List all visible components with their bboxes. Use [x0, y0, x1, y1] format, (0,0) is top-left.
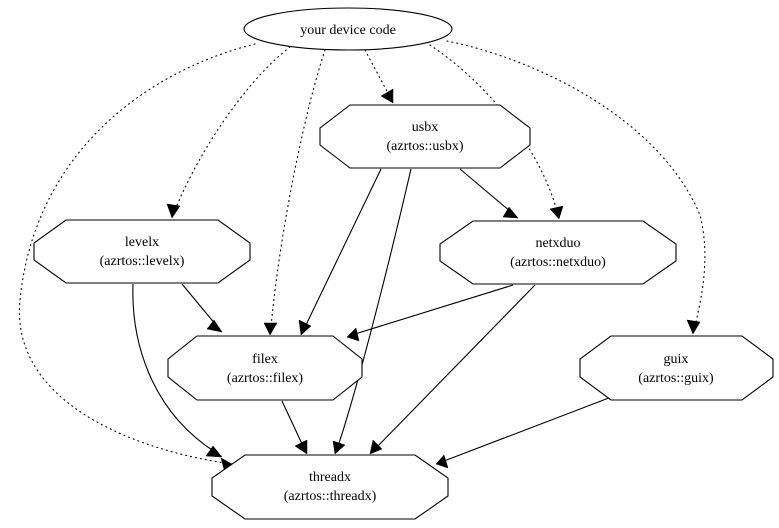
node-label-device-line1: your device code [300, 23, 396, 38]
edge-usbx-to-filex [298, 168, 382, 336]
node-label-levelx-line1: levelx [125, 235, 159, 250]
edge-filex-to-threadx [281, 400, 308, 455]
node-label-usbx-line1: usbx [412, 120, 438, 135]
node-label-usbx-line2: (azrtos::usbx) [387, 139, 464, 154]
node-layer: your device code usbx (azrtos::usbx) lev… [33, 7, 774, 520]
node-threadx[interactable]: threadx (azrtos::threadx) [211, 454, 449, 520]
node-netxduo[interactable]: netxduo (azrtos::netxduo) [439, 220, 677, 285]
node-label-threadx-line2: (azrtos::threadx) [284, 489, 377, 504]
edge-device-to-filex [263, 49, 326, 336]
node-shape-octagon [579, 335, 774, 401]
edge-netxduo-to-filex [346, 284, 514, 342]
node-shape-ellipse [243, 7, 453, 51]
node-guix[interactable]: guix (azrtos::guix) [579, 335, 774, 401]
edge-netxduo-to-threadx [369, 284, 536, 455]
node-usbx[interactable]: usbx (azrtos::usbx) [319, 104, 531, 169]
node-label-netxduo-line2: (azrtos::netxduo) [510, 255, 606, 270]
node-levelx[interactable]: levelx (azrtos::levelx) [33, 219, 251, 284]
node-shape-octagon [33, 219, 251, 284]
node-label-filex-line1: filex [252, 352, 278, 367]
node-filex[interactable]: filex (azrtos::filex) [167, 335, 363, 401]
edge-levelx-to-filex [181, 283, 223, 333]
node-shape-octagon [211, 454, 449, 520]
node-label-levelx-line2: (azrtos::levelx) [100, 254, 185, 269]
node-shape-octagon [319, 104, 531, 169]
node-label-netxduo-line1: netxduo [535, 236, 580, 251]
node-label-guix-line2: (azrtos::guix) [638, 371, 714, 386]
edge-usbx-to-netxduo [459, 168, 519, 219]
edge-device-to-guix [446, 40, 706, 335]
edge-usbx-to-threadx [332, 168, 412, 455]
node-your-device-code[interactable]: your device code [243, 7, 453, 51]
edge-device-to-levelx [166, 46, 291, 219]
node-shape-octagon [167, 335, 363, 401]
node-shape-octagon [439, 220, 677, 285]
edge-device-to-usbx [364, 49, 394, 104]
edge-levelx-to-threadx [132, 283, 223, 458]
edge-layer [18, 40, 706, 470]
edge-guix-to-threadx [435, 395, 615, 469]
node-label-guix-line1: guix [664, 352, 689, 367]
node-label-threadx-line1: threadx [309, 470, 351, 485]
node-label-filex-line2: (azrtos::filex) [227, 371, 304, 386]
